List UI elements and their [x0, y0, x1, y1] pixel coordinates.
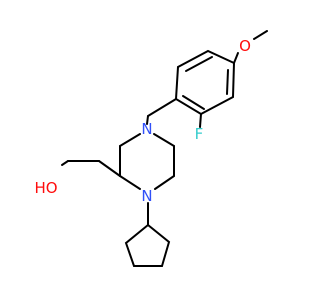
benzene-inner-bond-2: [182, 95, 205, 110]
bond-ch2-n4: [146, 115, 149, 125]
bond-c-f: [199, 113, 202, 128]
bond-n4-c5: [153, 133, 175, 147]
bond-ring-ch2: [147, 98, 177, 117]
bond-o-ring: [233, 52, 239, 64]
bond-c2-ch2: [98, 160, 121, 177]
benzene-inner-bond-3: [226, 69, 229, 95]
bond-methyl-o: [253, 30, 268, 40]
structure-canvas: N N HO F O: [34, 30, 268, 267]
atom-hydroxyl-label: HO: [34, 179, 57, 197]
bond-c2-n1: [119, 175, 141, 190]
atom-methoxy-oxygen-label: O: [239, 37, 251, 55]
bond-n4-c3: [119, 133, 141, 147]
atom-n4-label: N: [141, 120, 152, 138]
bond-c6-n1: [154, 175, 175, 190]
benzene-inner-bond-1: [185, 56, 213, 72]
cyclopentane-ring: [124, 223, 171, 267]
atom-fluorine-label: F: [195, 125, 204, 143]
molecule-drawing: N N HO F O: [34, 30, 268, 267]
bond-ch2-oh: [61, 160, 69, 166]
atom-n1-label: N: [141, 187, 152, 205]
